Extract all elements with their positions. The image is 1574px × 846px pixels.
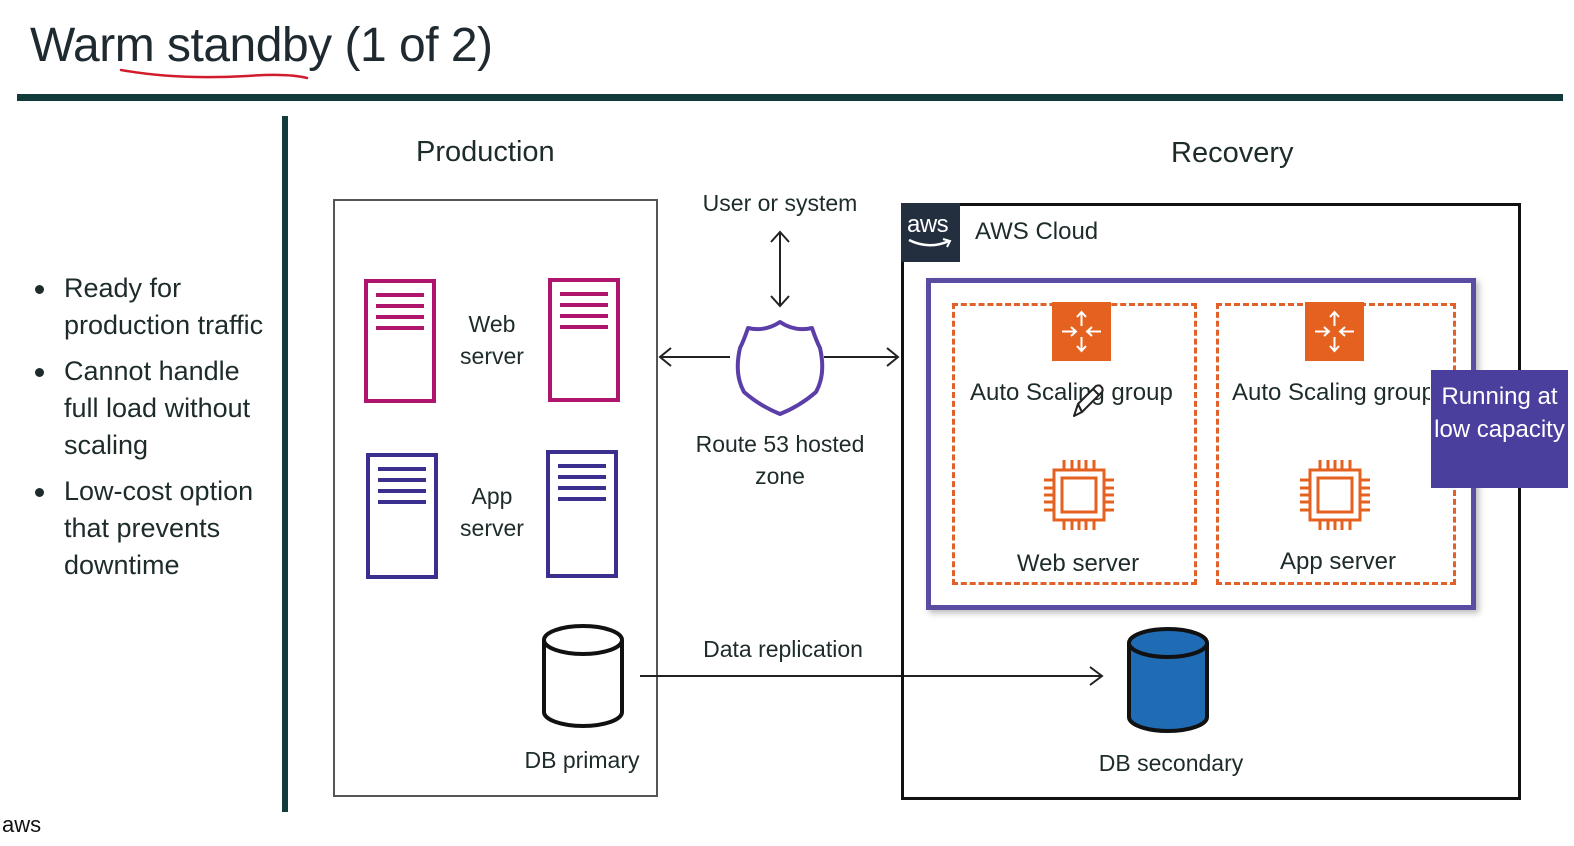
title-underline-annotation [119,68,309,80]
bullet-item: Ready for production traffic [32,270,277,344]
aws-cloud-box [901,203,1521,800]
route53-label: Route 53 hosted zone [695,431,865,489]
auto-scaling-icon [1305,302,1364,361]
data-replication-label: Data replication [703,636,863,662]
data-replication-arrow [640,666,1104,686]
web-server-icon [548,278,620,402]
app-server-icon [546,450,618,578]
chip-icon [1296,456,1374,534]
auto-scaling-icon [1052,302,1111,361]
production-box [333,199,658,797]
bullet-item: Low-cost option that prevents downtime [32,473,277,584]
column-divider [282,116,288,812]
recovery-app-server-label: App server [1279,548,1397,575]
user-arrow [770,230,790,308]
app-server-label: App server [460,483,524,541]
db-primary-label: DB primary [524,747,640,773]
database-icon [1126,625,1210,735]
aws-footer-logo: aws [2,812,42,837]
shield-icon [730,318,830,418]
user-or-system-label: User or system [702,190,858,216]
production-heading: Production [416,136,555,168]
recovery-heading: Recovery [1171,137,1294,169]
low-capacity-callout: Running at low capacity [1431,370,1568,488]
web-server-label: Web server [460,311,524,369]
aws-badge-text: aws [907,211,949,238]
title-divider [17,94,1563,101]
recovery-group-box [926,278,1476,610]
pencil-cursor-icon [1073,384,1104,417]
chip-icon [1040,456,1118,534]
aws-cloud-label: AWS Cloud [975,218,1099,245]
db-secondary-label: DB secondary [1098,750,1244,776]
database-icon [541,622,625,730]
aws-logo-icon: aws [901,203,960,262]
app-server-icon [366,453,438,579]
slide-title: Warm standby (1 of 2) [30,19,493,72]
bullet-item: Cannot handle full load without scaling [32,353,277,464]
route-to-recovery-arrow [824,347,900,367]
asg-left-label: Auto Scaling group [970,379,1173,406]
recovery-web-server-label: Web server [1016,550,1140,577]
bullet-list: Ready for production traffic Cannot hand… [32,270,277,593]
web-server-icon [364,279,436,403]
asg-right-label: Auto Scaling group [1232,379,1430,406]
route-to-production-arrow [658,347,730,367]
